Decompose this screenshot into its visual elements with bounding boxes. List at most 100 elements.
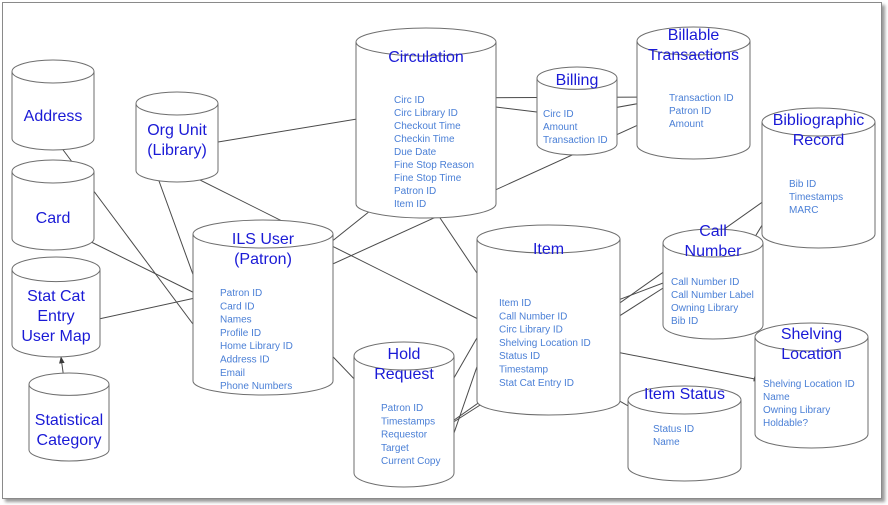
table-field: Circ Library ID bbox=[499, 325, 563, 336]
table-field: Call Number ID bbox=[499, 311, 567, 322]
table-title: Number bbox=[685, 243, 743, 260]
table-title: Stat Cat bbox=[27, 288, 85, 305]
table-field: Amount bbox=[669, 119, 704, 130]
cylinder-body bbox=[28, 384, 110, 462]
table-title: Hold bbox=[388, 346, 421, 363]
cylinder-top bbox=[476, 224, 621, 254]
table-field: Patron ID bbox=[220, 288, 262, 299]
table-field: Circ Library ID bbox=[394, 108, 458, 119]
table-title: Billable bbox=[668, 27, 720, 44]
table-title: Bibliographic bbox=[773, 112, 865, 129]
table-field: Email bbox=[220, 368, 245, 379]
table-title: Transactions bbox=[648, 47, 739, 64]
table-title: User Map bbox=[21, 328, 90, 345]
table-field: Owning Library bbox=[671, 303, 738, 314]
cylinder-top bbox=[536, 66, 618, 90]
table-title: Billing bbox=[556, 72, 599, 89]
table-field: Timestamp bbox=[499, 365, 549, 376]
cylinder-body bbox=[636, 41, 751, 160]
cylinder-body bbox=[11, 171, 95, 251]
cylinder-body bbox=[353, 356, 455, 488]
table-field: Transaction ID bbox=[543, 135, 608, 146]
table-title: (Patron) bbox=[234, 251, 292, 268]
table-field: Transaction ID bbox=[669, 93, 734, 104]
table-field: Item ID bbox=[394, 199, 426, 210]
table-field: Patron ID bbox=[669, 106, 711, 117]
table-field: Profile ID bbox=[220, 328, 261, 339]
table-field: Address ID bbox=[220, 355, 269, 366]
table-title: Request bbox=[374, 366, 434, 383]
table-title: Call bbox=[699, 223, 727, 240]
table-field: Due Date bbox=[394, 147, 437, 158]
table-title: Shelving bbox=[781, 326, 842, 343]
table-field: Name bbox=[763, 392, 790, 403]
cylinder-body bbox=[135, 103, 219, 183]
table-title: Address bbox=[24, 108, 83, 125]
cylinder-body bbox=[627, 400, 742, 482]
table-title: Category bbox=[37, 432, 102, 449]
table-field: Circ ID bbox=[394, 95, 425, 106]
cylinder-body bbox=[761, 122, 876, 249]
cylinder-top bbox=[192, 219, 334, 249]
table-field: Fine Stop Reason bbox=[394, 160, 474, 171]
table-title: Item bbox=[533, 241, 564, 258]
cylinder-top bbox=[627, 385, 742, 415]
table-field: Timestamps bbox=[381, 416, 435, 427]
table-field: Patron ID bbox=[381, 403, 423, 414]
cylinder-top bbox=[28, 372, 110, 396]
table-title: (Library) bbox=[147, 142, 207, 159]
cylinder-top bbox=[353, 341, 455, 371]
table-org-unit: Org Unit (Library) bbox=[135, 91, 219, 183]
table-field: MARC bbox=[789, 205, 818, 216]
cylinder-top bbox=[135, 91, 219, 116]
table-field: Current Copy bbox=[381, 456, 440, 467]
table-field: Name bbox=[653, 437, 680, 448]
cylinder-body bbox=[476, 239, 621, 416]
table-title: Entry bbox=[37, 308, 74, 325]
table-title: Card bbox=[36, 210, 71, 227]
table-title: Record bbox=[793, 132, 845, 149]
table-card: Card bbox=[11, 159, 95, 251]
cylinder-top bbox=[754, 322, 869, 352]
table-field: Bib ID bbox=[671, 316, 698, 327]
table-field: Call Number Label bbox=[671, 290, 754, 301]
table-field: Checkin Time bbox=[394, 134, 455, 145]
table-title: ILS User bbox=[232, 231, 295, 248]
table-field: Owning Library bbox=[763, 405, 830, 416]
table-field: Names bbox=[220, 315, 252, 326]
table-field: Fine Stop Time bbox=[394, 173, 462, 184]
table-field: Timestamps bbox=[789, 192, 843, 203]
cylinder-body bbox=[192, 234, 334, 396]
table-field: Target bbox=[381, 443, 409, 454]
cylinder-top bbox=[761, 107, 876, 137]
table-field: Stat Cat Entry ID bbox=[499, 378, 574, 389]
table-field: Patron ID bbox=[394, 186, 436, 197]
table-field: Phone Numbers bbox=[220, 381, 292, 392]
table-title: Circulation bbox=[388, 49, 464, 66]
table-title: Org Unit bbox=[147, 122, 207, 139]
table-field: Circ ID bbox=[543, 109, 574, 120]
table-title: Item Status bbox=[644, 386, 725, 403]
cylinder-body bbox=[355, 42, 497, 219]
table-field: Status ID bbox=[653, 424, 694, 435]
cylinder-body bbox=[754, 337, 869, 449]
table-field: Shelving Location ID bbox=[499, 338, 591, 349]
cylinder-top bbox=[11, 159, 95, 184]
table-field: Amount bbox=[543, 122, 578, 133]
table-field: Requestor bbox=[381, 430, 428, 441]
cylinder-top bbox=[636, 26, 751, 56]
cylinder-body bbox=[11, 269, 101, 358]
table-address: Address bbox=[11, 59, 95, 151]
table-field: Holdable? bbox=[763, 418, 808, 429]
table-field: Call Number ID bbox=[671, 277, 739, 288]
